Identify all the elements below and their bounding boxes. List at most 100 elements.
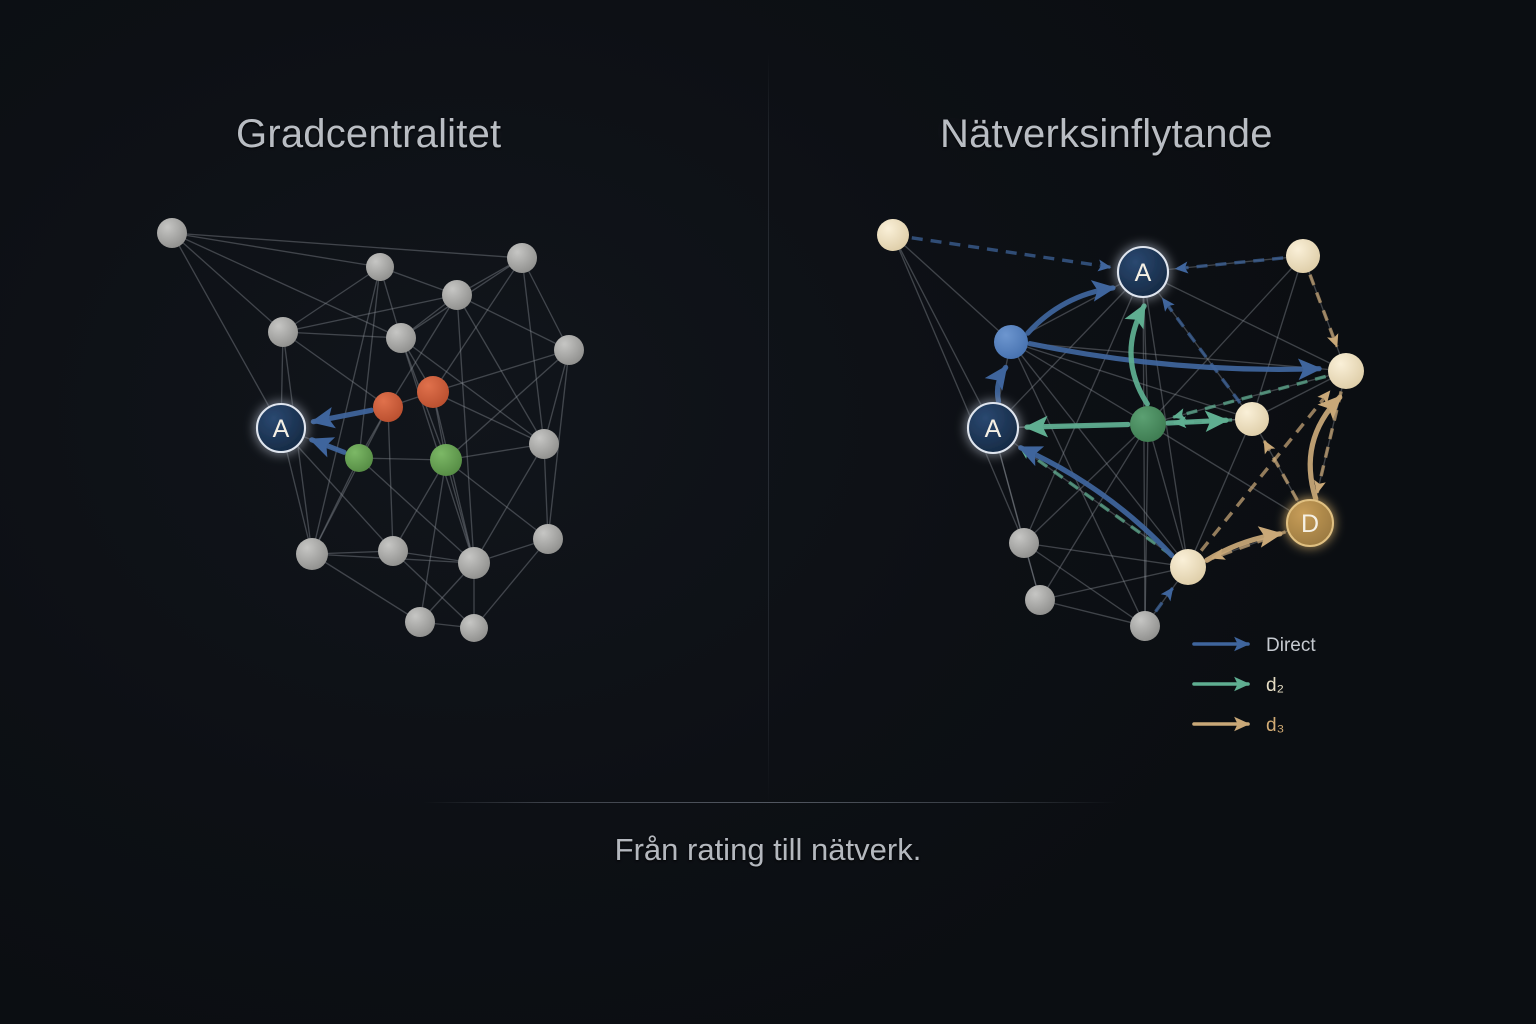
influence-arrow: [1027, 341, 1323, 381]
graph-edge: [311, 266, 381, 555]
graph-node[interactable]: [1025, 585, 1055, 615]
graph-node[interactable]: [533, 524, 563, 554]
legend-label: d₂: [1266, 675, 1284, 696]
node-label: A: [1135, 259, 1152, 287]
influence-arrow: [1017, 445, 1175, 558]
dashed-influence-arrow: [1199, 390, 1332, 552]
graph-edge: [1023, 542, 1189, 568]
graph-node[interactable]: [458, 547, 490, 579]
graph-node-a[interactable]: A: [966, 401, 1020, 455]
graph-node[interactable]: [430, 444, 462, 476]
graph-edge: [445, 459, 475, 564]
graph-edge: [1023, 271, 1144, 544]
graph-edge: [282, 266, 381, 333]
graph-edge: [992, 427, 1041, 601]
graph-edge: [311, 457, 360, 555]
graph-node[interactable]: [1170, 549, 1206, 585]
dashed-influence-arrow: [911, 236, 1112, 272]
graph-edge: [456, 294, 570, 351]
graph-edge: [282, 331, 402, 339]
graph-node[interactable]: [268, 317, 298, 347]
graph-edge: [473, 443, 545, 564]
graph-node[interactable]: [1328, 353, 1364, 389]
graph-edge: [387, 406, 394, 552]
graph-node[interactable]: [378, 536, 408, 566]
graph-node-a[interactable]: A: [255, 402, 307, 454]
graph-edge: [1187, 418, 1253, 568]
graph-node[interactable]: [157, 218, 187, 248]
graph-edge: [1142, 271, 1146, 627]
graph-edge: [1147, 255, 1304, 425]
graph-edge: [387, 294, 458, 408]
graph-edge: [1144, 423, 1149, 627]
graph-edge: [445, 349, 570, 461]
graph-node[interactable]: [460, 614, 488, 642]
graph-edge: [445, 459, 549, 540]
graph-node[interactable]: [1130, 611, 1160, 641]
graph-edge: [1142, 271, 1189, 568]
dashed-influence-arrow: [1211, 530, 1287, 560]
graph-edge: [1039, 423, 1149, 601]
graph-node[interactable]: [386, 323, 416, 353]
graph-node[interactable]: [366, 253, 394, 281]
graph-edge: [1039, 566, 1189, 601]
network-influence-graph: A A D: [877, 219, 1364, 641]
graph-edge: [456, 294, 545, 445]
legend-label: d₃: [1266, 715, 1284, 736]
graph-node-a[interactable]: A: [1116, 245, 1170, 299]
graph-edge: [432, 257, 523, 393]
graph-node[interactable]: [1130, 406, 1166, 442]
page-title-left: Gradcentralitet: [236, 112, 502, 156]
graph-edge: [1023, 542, 1146, 627]
graph-node[interactable]: [345, 444, 373, 472]
vertical-divider: [768, 52, 769, 804]
graph-node[interactable]: [442, 280, 472, 310]
graph-edge: [392, 459, 447, 552]
degree-centrality-graph: A: [157, 218, 584, 642]
graph-edge: [432, 391, 475, 564]
graph-node[interactable]: [507, 243, 537, 273]
node-label: A: [273, 415, 290, 443]
dashed-influence-arrow: [1018, 445, 1172, 557]
node-label: D: [1301, 510, 1319, 538]
graph-node[interactable]: [1286, 239, 1320, 273]
graph-edge: [358, 457, 475, 564]
graph-node-d[interactable]: D: [1286, 499, 1334, 547]
graph-node[interactable]: [1009, 528, 1039, 558]
graph-edge: [1142, 271, 1347, 372]
graph-node[interactable]: [417, 376, 449, 408]
influence-arrow: [309, 437, 347, 458]
graph-node[interactable]: [405, 607, 435, 637]
horizontal-divider: [424, 802, 1116, 803]
influence-arrow: [984, 364, 1009, 405]
dashed-influence-arrow: [1161, 297, 1242, 404]
graph-node[interactable]: [373, 392, 403, 422]
influence-arrow: [1204, 526, 1283, 563]
graph-edge: [543, 349, 570, 445]
graph-edge: [1010, 341, 1189, 568]
graph-edge: [445, 443, 545, 461]
graph-edge: [171, 232, 284, 333]
graph-node[interactable]: [554, 335, 584, 365]
caption-text: Från rating till nätverk.: [614, 832, 922, 867]
graph-edge: [1147, 423, 1189, 568]
graph-edge: [1010, 341, 1149, 425]
graph-edge: [358, 266, 381, 459]
graph-edge: [432, 391, 545, 445]
graph-edge: [282, 294, 458, 333]
graph-node[interactable]: [994, 325, 1028, 359]
graph-edge: [171, 232, 282, 429]
graph-node[interactable]: [296, 538, 328, 570]
graph-edge: [171, 232, 523, 259]
graph-node[interactable]: [1235, 402, 1269, 436]
graph-edge: [473, 538, 549, 629]
graph-edge: [1010, 341, 1347, 372]
graph-edge: [1147, 423, 1311, 524]
graph-node[interactable]: [529, 429, 559, 459]
graph-node[interactable]: [877, 219, 909, 251]
graph-edge: [400, 337, 545, 445]
node-label: A: [985, 415, 1002, 443]
graph-edge: [280, 427, 394, 552]
